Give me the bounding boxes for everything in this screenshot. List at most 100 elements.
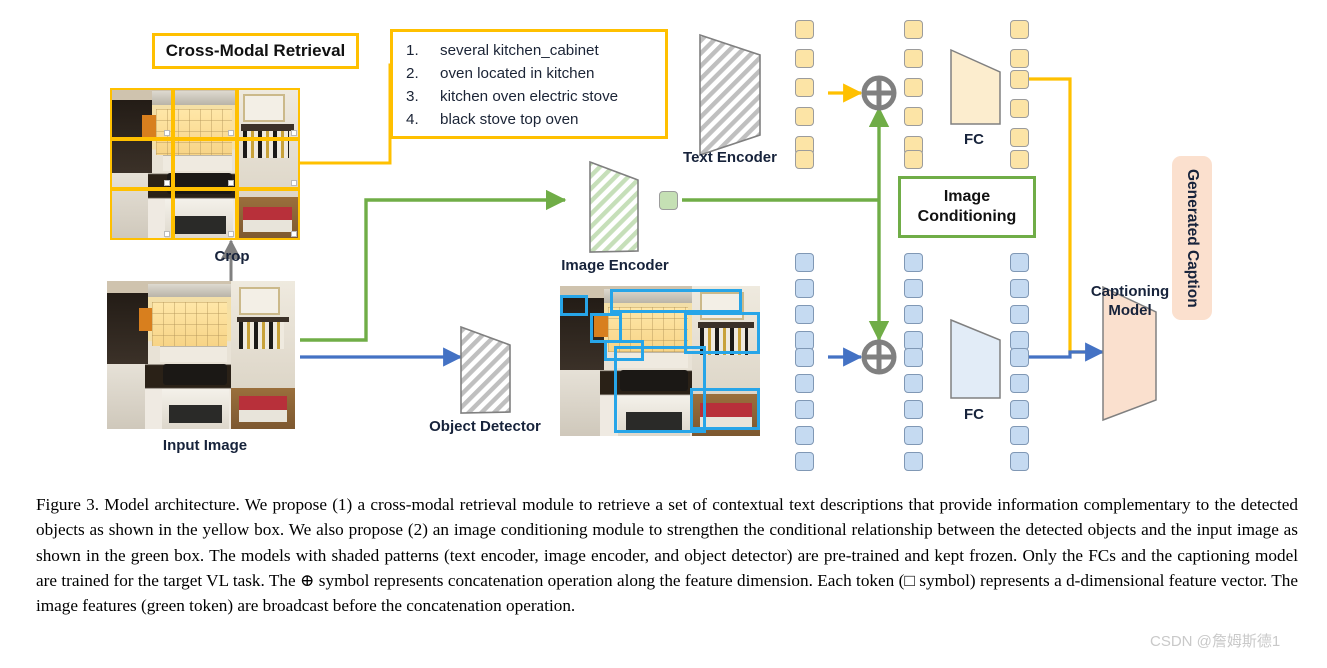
fc-text-token bbox=[1010, 49, 1029, 68]
crop-cell bbox=[173, 138, 237, 190]
crop-cell bbox=[236, 88, 300, 139]
object-detector-shape bbox=[460, 325, 511, 414]
object-token bbox=[795, 452, 814, 471]
detection-box bbox=[590, 313, 622, 343]
concat-object-token bbox=[904, 400, 923, 419]
fc-object-token bbox=[1010, 305, 1029, 324]
crop-cell bbox=[110, 138, 174, 190]
fc-bottom-label: FC bbox=[964, 406, 984, 423]
concat-object-token bbox=[904, 348, 923, 367]
object-token bbox=[795, 253, 814, 272]
list-item-number: 2. bbox=[406, 65, 419, 82]
concat-object-token bbox=[904, 452, 923, 471]
list-item: 4. black stove top oven bbox=[406, 108, 666, 131]
fc-text-token bbox=[1010, 128, 1029, 147]
fc-text-token bbox=[1010, 20, 1029, 39]
fc-object-token bbox=[1010, 348, 1029, 367]
fc-object-token bbox=[1010, 426, 1029, 445]
detection-box bbox=[684, 311, 760, 354]
image-conditioning-label-line1: Image bbox=[943, 188, 991, 205]
concat-object-token bbox=[904, 279, 923, 298]
list-item: 3. kitchen oven electric stove bbox=[406, 85, 666, 108]
concat-text-token bbox=[904, 20, 923, 39]
captioning-model-label-line2: Model bbox=[1108, 302, 1152, 319]
text-token bbox=[795, 150, 814, 169]
crop-cell bbox=[110, 189, 174, 240]
list-item-number: 3. bbox=[406, 88, 419, 105]
image-conditioning-box: Image Conditioning bbox=[898, 176, 1036, 238]
input-image-photo bbox=[107, 281, 295, 429]
object-token bbox=[795, 279, 814, 298]
fc-text-token bbox=[1010, 150, 1029, 169]
concat-text-token bbox=[904, 49, 923, 68]
csdn-watermark: CSDN @詹姆斯德1 bbox=[1150, 633, 1281, 650]
cross-modal-retrieval-title-box: Cross-Modal Retrieval bbox=[152, 33, 359, 69]
list-item-number: 1. bbox=[406, 42, 419, 59]
cross-modal-retrieval-title: Cross-Modal Retrieval bbox=[165, 41, 346, 60]
list-item-text: black stove top oven bbox=[440, 111, 579, 128]
object-token bbox=[795, 374, 814, 393]
fc-object-token bbox=[1010, 253, 1029, 272]
figure-caption-text: Figure 3. Model architecture. We propose… bbox=[36, 495, 1298, 616]
text-token bbox=[795, 20, 814, 39]
fc-object-token bbox=[1010, 374, 1029, 393]
retrieved-texts-box bbox=[390, 29, 668, 139]
detection-box bbox=[610, 289, 742, 313]
crop-cell bbox=[236, 189, 300, 240]
crop-cell bbox=[173, 189, 237, 240]
list-item-text: kitchen oven electric stove bbox=[440, 88, 619, 105]
list-item-text: oven located in kitchen bbox=[440, 65, 595, 82]
fc-object-token bbox=[1010, 400, 1029, 419]
text-encoder-shape bbox=[699, 33, 761, 157]
concat-object-token bbox=[904, 374, 923, 393]
image-encoder-shape bbox=[589, 160, 639, 253]
text-token bbox=[795, 107, 814, 126]
text-token bbox=[795, 78, 814, 97]
detected-objects-photo bbox=[560, 286, 760, 436]
detection-box bbox=[560, 295, 588, 316]
list-item-text: several kitchen_cabinet bbox=[440, 42, 599, 59]
concat-object-token bbox=[904, 305, 923, 324]
captioning-model-label-line1: Captioning bbox=[1090, 283, 1170, 300]
crop-cell bbox=[236, 138, 300, 190]
detection-box bbox=[604, 340, 644, 361]
concat-text-token bbox=[904, 150, 923, 169]
retrieved-texts-list: 1. several kitchen_cabinet 2. oven locat… bbox=[406, 39, 666, 131]
object-token bbox=[795, 400, 814, 419]
fc-top-label: FC bbox=[964, 131, 984, 148]
fc-bottom-shape bbox=[950, 318, 1001, 399]
figure-caption: Figure 3. Model architecture. We propose… bbox=[36, 492, 1298, 618]
object-token bbox=[795, 348, 814, 367]
list-item: 1. several kitchen_cabinet bbox=[406, 39, 666, 62]
concat-object-token bbox=[904, 253, 923, 272]
image-encoder-label: Image Encoder bbox=[561, 257, 669, 274]
concat-text-token bbox=[904, 107, 923, 126]
text-encoder-label: Text Encoder bbox=[683, 149, 777, 166]
figure-diagram: Cross-Modal Retrieval 1. several kitchen… bbox=[107, 20, 1212, 471]
crop-cell bbox=[110, 88, 174, 139]
crop-cell bbox=[173, 88, 237, 139]
fc-top-shape bbox=[950, 48, 1001, 125]
fc-text-token bbox=[1010, 99, 1029, 118]
fc-object-token bbox=[1010, 452, 1029, 471]
input-image-label: Input Image bbox=[162, 437, 248, 454]
object-detector-label: Object Detector bbox=[429, 418, 541, 435]
fc-object-token bbox=[1010, 279, 1029, 298]
generated-caption-pill: Generated Caption bbox=[1172, 156, 1212, 320]
crop-label: Crop bbox=[214, 248, 250, 265]
object-token bbox=[795, 305, 814, 324]
list-item: 2. oven located in kitchen bbox=[406, 62, 666, 85]
image-feature-token bbox=[659, 191, 678, 210]
fc-text-token bbox=[1010, 70, 1029, 89]
concat-symbol-bottom bbox=[861, 339, 897, 375]
object-token bbox=[795, 426, 814, 445]
concat-object-token bbox=[904, 426, 923, 445]
generated-caption-label: Generated Caption bbox=[1184, 168, 1201, 308]
list-item-number: 4. bbox=[406, 111, 419, 128]
captioning-model-shape bbox=[1102, 285, 1157, 422]
text-token bbox=[795, 49, 814, 68]
concat-symbol-top bbox=[861, 75, 897, 111]
image-conditioning-label-line2: Conditioning bbox=[917, 208, 1017, 225]
connector-wires bbox=[220, 33, 1157, 422]
detection-box bbox=[690, 388, 760, 430]
